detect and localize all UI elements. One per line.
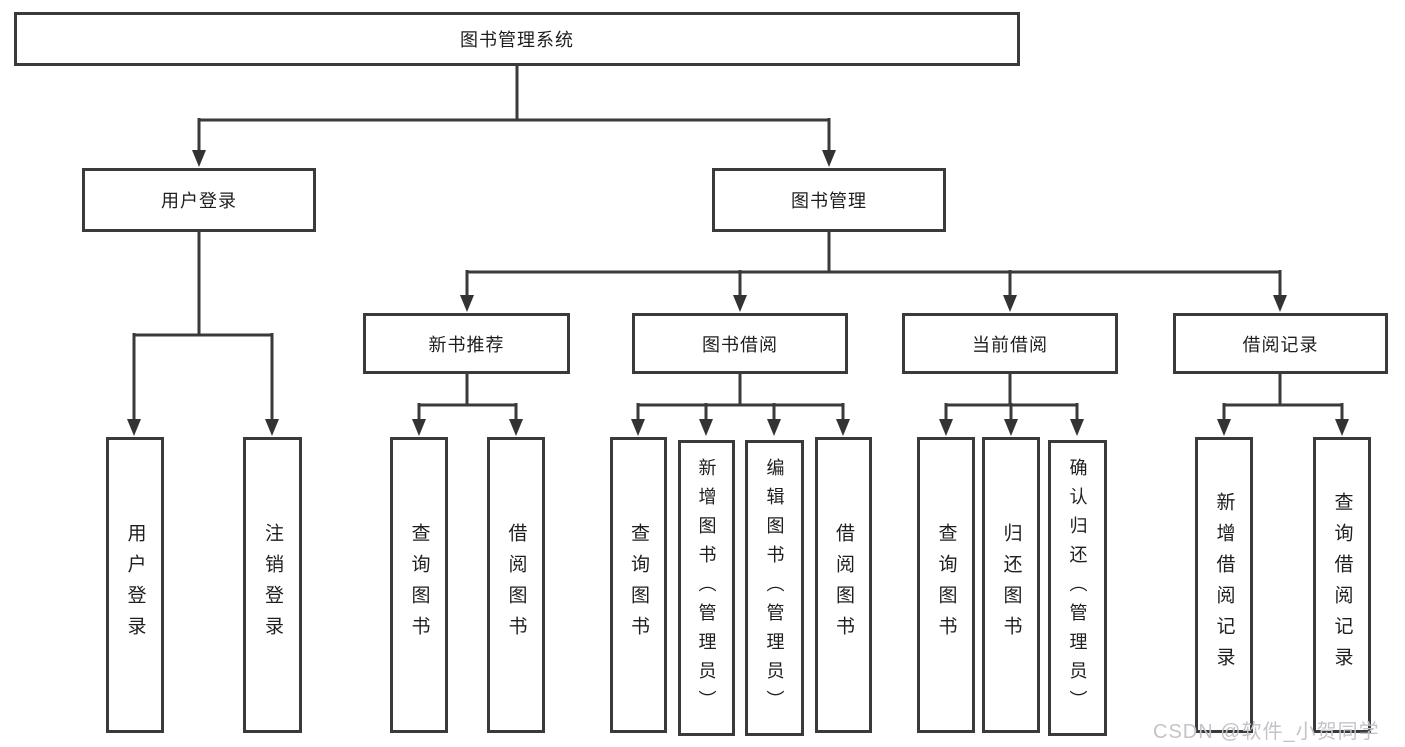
connector-borrow-records-subtree bbox=[1217, 372, 1349, 436]
node-current-borrowing: 当前借阅 bbox=[902, 313, 1118, 374]
leaf-user-login: 用户登录 bbox=[106, 437, 164, 733]
leaf-label: 归还图书 bbox=[1000, 523, 1022, 647]
node-label: 用户登录 bbox=[161, 191, 237, 211]
leaf-return-books: 归还图书 bbox=[982, 437, 1040, 733]
node-library-management-system: 图书管理系统 bbox=[14, 12, 1020, 66]
connector-root-to-level2 bbox=[192, 64, 836, 167]
node-new-book-recommendation: 新书推荐 bbox=[363, 313, 570, 374]
connector-new-book-subtree bbox=[412, 372, 523, 436]
watermark: CSDN @软件_小贺同学 bbox=[1153, 721, 1380, 743]
leaf-query-books: 查询图书 bbox=[610, 437, 667, 733]
leaf-label: 注销登录 bbox=[262, 523, 283, 647]
leaf-borrow-books: 借阅图书 bbox=[487, 437, 545, 733]
node-label: 图书借阅 bbox=[702, 334, 778, 355]
leaf-label: 编辑图书（管理员） bbox=[764, 457, 785, 719]
leaf-add-books-admin: 新增图书（管理员） bbox=[678, 440, 735, 736]
leaf-confirm-return-admin: 确认归还（管理员） bbox=[1048, 440, 1107, 736]
connector-current-borrow-subtree bbox=[939, 372, 1084, 436]
leaf-borrow-books: 借阅图书 bbox=[815, 437, 872, 733]
leaf-add-borrow-record: 新增借阅记录 bbox=[1195, 437, 1253, 733]
node-book-borrowing: 图书借阅 bbox=[632, 313, 848, 374]
leaf-label: 新增图书（管理员） bbox=[696, 457, 717, 719]
node-label: 新书推荐 bbox=[428, 334, 505, 355]
leaf-label: 查询图书 bbox=[408, 523, 430, 647]
leaf-label: 用户登录 bbox=[124, 523, 146, 647]
leaf-label: 确认归还（管理员） bbox=[1067, 457, 1088, 719]
connector-user-login-subtree bbox=[127, 230, 279, 436]
leaf-label: 查询图书 bbox=[628, 523, 649, 647]
leaf-query-books: 查询图书 bbox=[390, 437, 448, 733]
leaf-query-books: 查询图书 bbox=[917, 437, 975, 733]
node-label: 图书管理系统 bbox=[460, 30, 574, 50]
connector-book-borrow-subtree bbox=[631, 372, 850, 436]
connector-book-management-to-level3 bbox=[460, 230, 1287, 312]
node-user-login: 用户登录 bbox=[82, 168, 316, 232]
leaf-label: 查询图书 bbox=[935, 523, 957, 647]
node-label: 借阅记录 bbox=[1242, 334, 1319, 355]
leaf-query-borrow-record: 查询借阅记录 bbox=[1313, 437, 1371, 733]
leaf-edit-books-admin: 编辑图书（管理员） bbox=[745, 440, 804, 736]
node-borrowing-records: 借阅记录 bbox=[1173, 313, 1388, 374]
node-book-management: 图书管理 bbox=[712, 168, 946, 232]
leaf-label: 查询借阅记录 bbox=[1331, 492, 1353, 678]
leaf-label: 借阅图书 bbox=[833, 523, 854, 647]
node-label: 图书管理 bbox=[791, 191, 867, 211]
leaf-label: 借阅图书 bbox=[505, 523, 527, 647]
node-label: 当前借阅 bbox=[972, 334, 1048, 355]
leaf-logout-login: 注销登录 bbox=[243, 437, 302, 733]
leaf-label: 新增借阅记录 bbox=[1213, 492, 1235, 678]
